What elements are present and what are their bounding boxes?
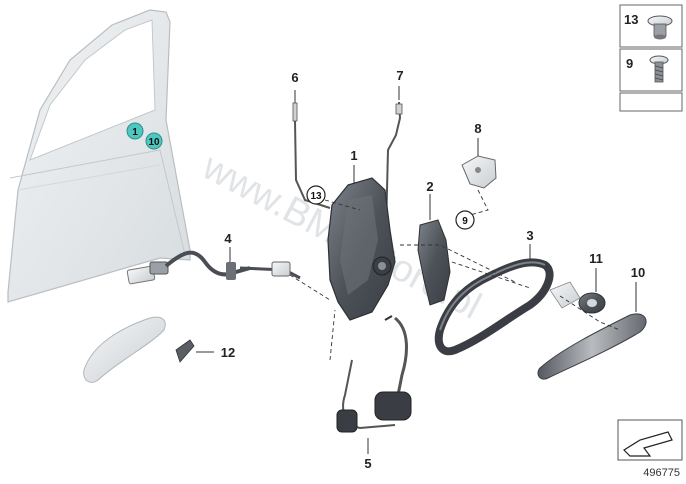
callout-4[interactable]: 4 [224, 231, 232, 246]
callout-10[interactable]: 10 [631, 265, 645, 280]
callout-3[interactable]: 3 [526, 228, 533, 243]
legend-panel: 13 9 [619, 4, 683, 112]
legend-item-9-number: 9 [626, 56, 633, 71]
door-callout-10-label: 10 [148, 137, 160, 148]
screw-13-icon [647, 15, 673, 40]
callout-11[interactable]: 11 [589, 251, 603, 266]
part-2-bracket [417, 194, 451, 306]
circle-callout-13-label: 13 [310, 191, 322, 202]
orientation-arrow-icon [617, 419, 683, 461]
door-callout-1-label: 1 [132, 127, 138, 138]
diagram-number: 496775 [643, 467, 680, 479]
callout-5[interactable]: 5 [364, 456, 371, 471]
callout-2[interactable]: 2 [426, 179, 433, 194]
part-1-door-lock [327, 165, 396, 321]
part-3-handle-carrier [434, 244, 554, 356]
assembly-lines [289, 189, 621, 361]
screw-9-icon [649, 55, 669, 83]
circle-callout-9[interactable]: 9 [455, 210, 475, 230]
part-12-handle-light [83, 316, 214, 383]
door-callout-10-badge[interactable] [145, 132, 163, 150]
part-8-catch [461, 138, 497, 189]
part-5-operating-cable [336, 315, 412, 454]
door-panel [7, 9, 191, 303]
callout-8[interactable]: 8 [474, 121, 481, 136]
part-11-seal [549, 268, 606, 314]
callout-12[interactable]: 12 [221, 345, 235, 360]
callout-7[interactable]: 7 [396, 68, 403, 83]
callout-6[interactable]: 6 [291, 70, 298, 85]
door-callout-1-badge[interactable] [126, 122, 144, 140]
circle-callout-13[interactable]: 13 [306, 185, 326, 205]
legend-item-13-number: 13 [624, 12, 638, 27]
callout-1[interactable]: 1 [350, 148, 357, 163]
circle-callout-9-label: 9 [462, 216, 468, 227]
part-10-outer-handle [537, 282, 647, 380]
door-callout-group: 1 10 [126, 122, 163, 150]
part-4-cable-harness [126, 247, 301, 285]
